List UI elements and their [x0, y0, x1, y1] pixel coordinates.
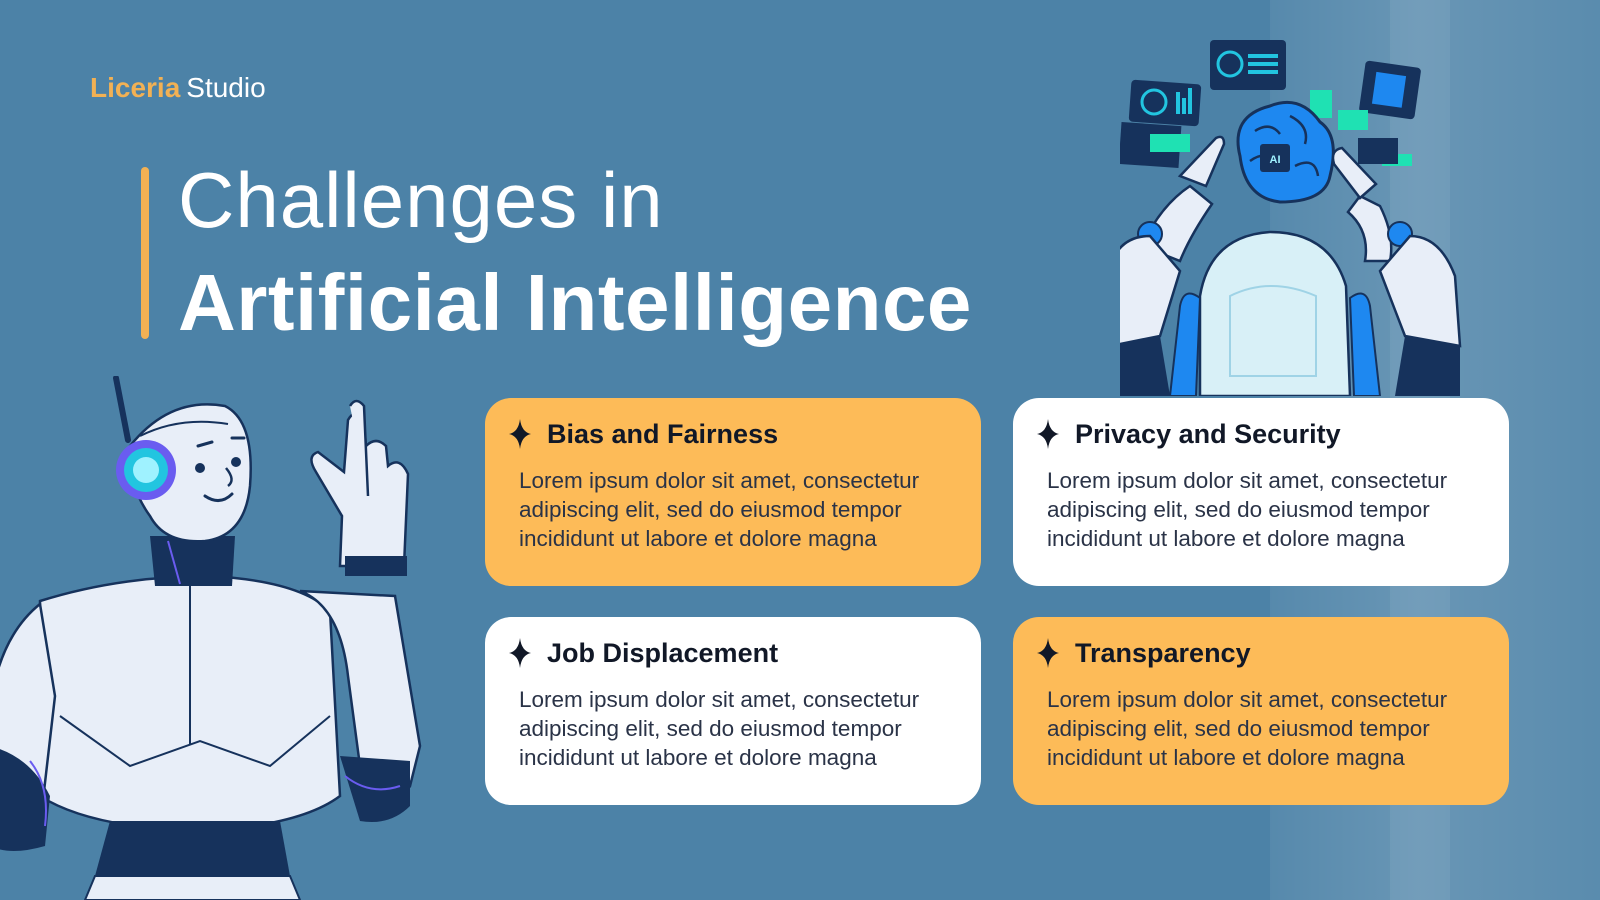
card-body: Lorem ipsum dolor sit amet, consectetur … [1047, 687, 1448, 770]
sparkle-icon [1037, 419, 1059, 449]
card-title: Transparency [1075, 637, 1251, 668]
card-title: Privacy and Security [1075, 418, 1341, 449]
title-accent-bar [141, 167, 149, 339]
title-line-1: Challenges in [178, 156, 664, 244]
sparkle-icon [1037, 638, 1059, 668]
robot-ai-brain-illustration: AI [1120, 40, 1462, 396]
card-privacy-and-security: Privacy and Security Lorem ipsum dolor s… [1013, 398, 1509, 586]
brain-ai-label: AI [1270, 154, 1281, 166]
card-bias-and-fairness: Bias and Fairness Lorem ipsum dolor sit … [485, 398, 981, 586]
card-title: Bias and Fairness [547, 418, 779, 449]
brand-rest: Studio [186, 72, 266, 103]
card-body: Lorem ipsum dolor sit amet, consectetur … [1047, 468, 1448, 551]
card-title: Job Displacement [547, 637, 779, 668]
brand-accent: Liceria [90, 72, 181, 103]
card-body: Lorem ipsum dolor sit amet, consectetur … [519, 468, 920, 551]
card-job-displacement: Job Displacement Lorem ipsum dolor sit a… [485, 617, 981, 805]
robot-pointing-illustration [0, 376, 422, 900]
card-transparency: Transparency Lorem ipsum dolor sit amet,… [1013, 617, 1509, 805]
title-line-2: Artificial Intelligence [178, 258, 972, 347]
card-body: Lorem ipsum dolor sit amet, consectetur … [519, 687, 920, 770]
sparkle-icon [509, 419, 531, 449]
page-title: Challenges in Artificial Intelligence [178, 152, 972, 358]
sparkle-icon [509, 638, 531, 668]
